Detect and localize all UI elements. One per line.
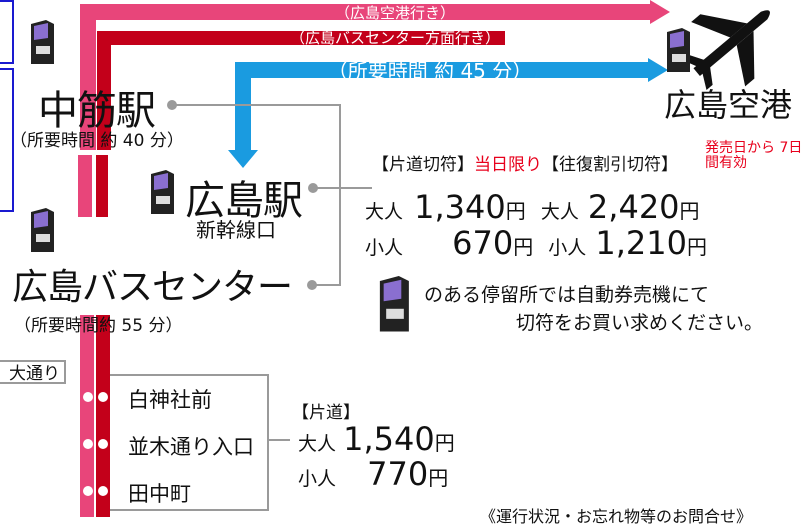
airplane-icon bbox=[680, 10, 770, 91]
stop-dot bbox=[83, 439, 93, 449]
trunk-pink-low bbox=[80, 315, 94, 517]
station-nakasuji-name: 中筋駅 bbox=[38, 88, 156, 134]
fare-header-sameday: 当日限り bbox=[474, 155, 542, 175]
connector-dot bbox=[307, 280, 317, 290]
stop-dot bbox=[98, 439, 108, 449]
left-panel-box-top bbox=[0, 0, 14, 64]
ticket-note-line1: のある停留所では自動券売機にて bbox=[424, 284, 710, 306]
stop-dot bbox=[83, 392, 93, 402]
fare-header-oneway: 【片道切符】 bbox=[372, 155, 474, 175]
station-nakasuji-time: （所要時間 約 40 分） bbox=[10, 131, 184, 151]
station-route-arrow-blue bbox=[228, 150, 258, 168]
connector-nakasuji bbox=[172, 104, 341, 286]
trunk-red-mid bbox=[96, 155, 108, 217]
stop-dot bbox=[98, 392, 108, 402]
connector-lower-fares bbox=[110, 374, 269, 511]
lower-adult-fare: 1,540 bbox=[343, 420, 435, 458]
left-panel-box-main bbox=[0, 68, 14, 212]
yen-label: 円 bbox=[687, 235, 707, 259]
trunk-red-low bbox=[96, 315, 110, 517]
child-label: 小人 bbox=[298, 468, 337, 490]
street-label: 大通り bbox=[0, 360, 66, 384]
connector-dot bbox=[308, 183, 318, 193]
airport-route-arrow-pink bbox=[650, 0, 670, 24]
yen-label: 円 bbox=[505, 199, 526, 223]
ticket-machine-icon bbox=[379, 276, 409, 332]
station-buscenter-name: 広島バスセンター bbox=[12, 267, 293, 308]
ticket-machine-icon bbox=[31, 20, 54, 64]
stop-name: 並木通り入口 bbox=[128, 435, 254, 459]
connector-dot bbox=[167, 100, 177, 110]
yen-label: 円 bbox=[428, 466, 449, 490]
buscenter-route-label: （広島バスセンター方面行き） bbox=[289, 29, 500, 47]
lower-child-fare: 770 bbox=[367, 455, 429, 493]
station-route-time: （所要時間 約 45 分） bbox=[327, 59, 533, 83]
station-hiroshima-name: 広島駅 bbox=[185, 178, 303, 224]
adult-label: 大人 bbox=[298, 433, 337, 455]
station-hiroshima-sub: 新幹線口 bbox=[196, 218, 276, 242]
fare-row-adult: 大人 1,340円 大人 2,420円 bbox=[365, 188, 700, 226]
station-route-blue bbox=[235, 62, 650, 158]
airport-route-arrow-blue bbox=[648, 58, 668, 82]
adult-oneway-fare: 1,340 bbox=[414, 188, 506, 226]
child-oneway-fare: 670 bbox=[452, 224, 514, 262]
adult-label: 大人 bbox=[540, 201, 579, 223]
ticket-machine-icon bbox=[667, 28, 690, 72]
buscenter-route-red bbox=[97, 31, 505, 150]
adult-return-fare: 2,420 bbox=[587, 188, 680, 226]
stop-dot bbox=[83, 486, 93, 496]
ticket-machine-icon bbox=[151, 170, 174, 214]
child-return-fare: 1,210 bbox=[595, 224, 687, 262]
fare-row-child: 小人 670円 小人 1,210円 bbox=[365, 224, 707, 262]
fare-header: 【片道切符】当日限り【往復割引切符】 bbox=[372, 150, 678, 175]
station-airport-name: 広島空港 bbox=[664, 86, 793, 124]
lower-fare-child: 小人 770円 bbox=[298, 455, 448, 493]
stop-dot bbox=[98, 486, 108, 496]
station-buscenter-time: （所要時間約 55 分） bbox=[14, 316, 183, 336]
child-label: 小人 bbox=[548, 237, 587, 259]
ticket-machine-icon bbox=[31, 208, 54, 252]
child-label: 小人 bbox=[365, 237, 404, 259]
lower-fare-header: 【片道】 bbox=[292, 403, 360, 423]
stop-name: 白神社前 bbox=[128, 388, 212, 412]
lower-fare-adult: 大人 1,540円 bbox=[298, 420, 455, 458]
airport-route-pink bbox=[80, 4, 650, 150]
adult-label: 大人 bbox=[365, 201, 404, 223]
yen-label: 円 bbox=[513, 235, 534, 259]
yen-label: 円 bbox=[434, 431, 455, 455]
yen-label: 円 bbox=[679, 199, 700, 223]
fare-header-return: 【往復割引切符】 bbox=[542, 155, 678, 175]
stop-name: 田中町 bbox=[128, 482, 191, 506]
airport-route-label: （広島空港行き） bbox=[334, 4, 455, 22]
fare-validity: 発売日から 7日間有効 bbox=[705, 140, 803, 171]
footer-inquiry: 《運行状況・お忘れ物等のお問合せ》 bbox=[480, 507, 753, 526]
ticket-note-line2: 切符をお買い求めください。 bbox=[516, 312, 764, 334]
trunk-pink-mid bbox=[78, 155, 92, 217]
